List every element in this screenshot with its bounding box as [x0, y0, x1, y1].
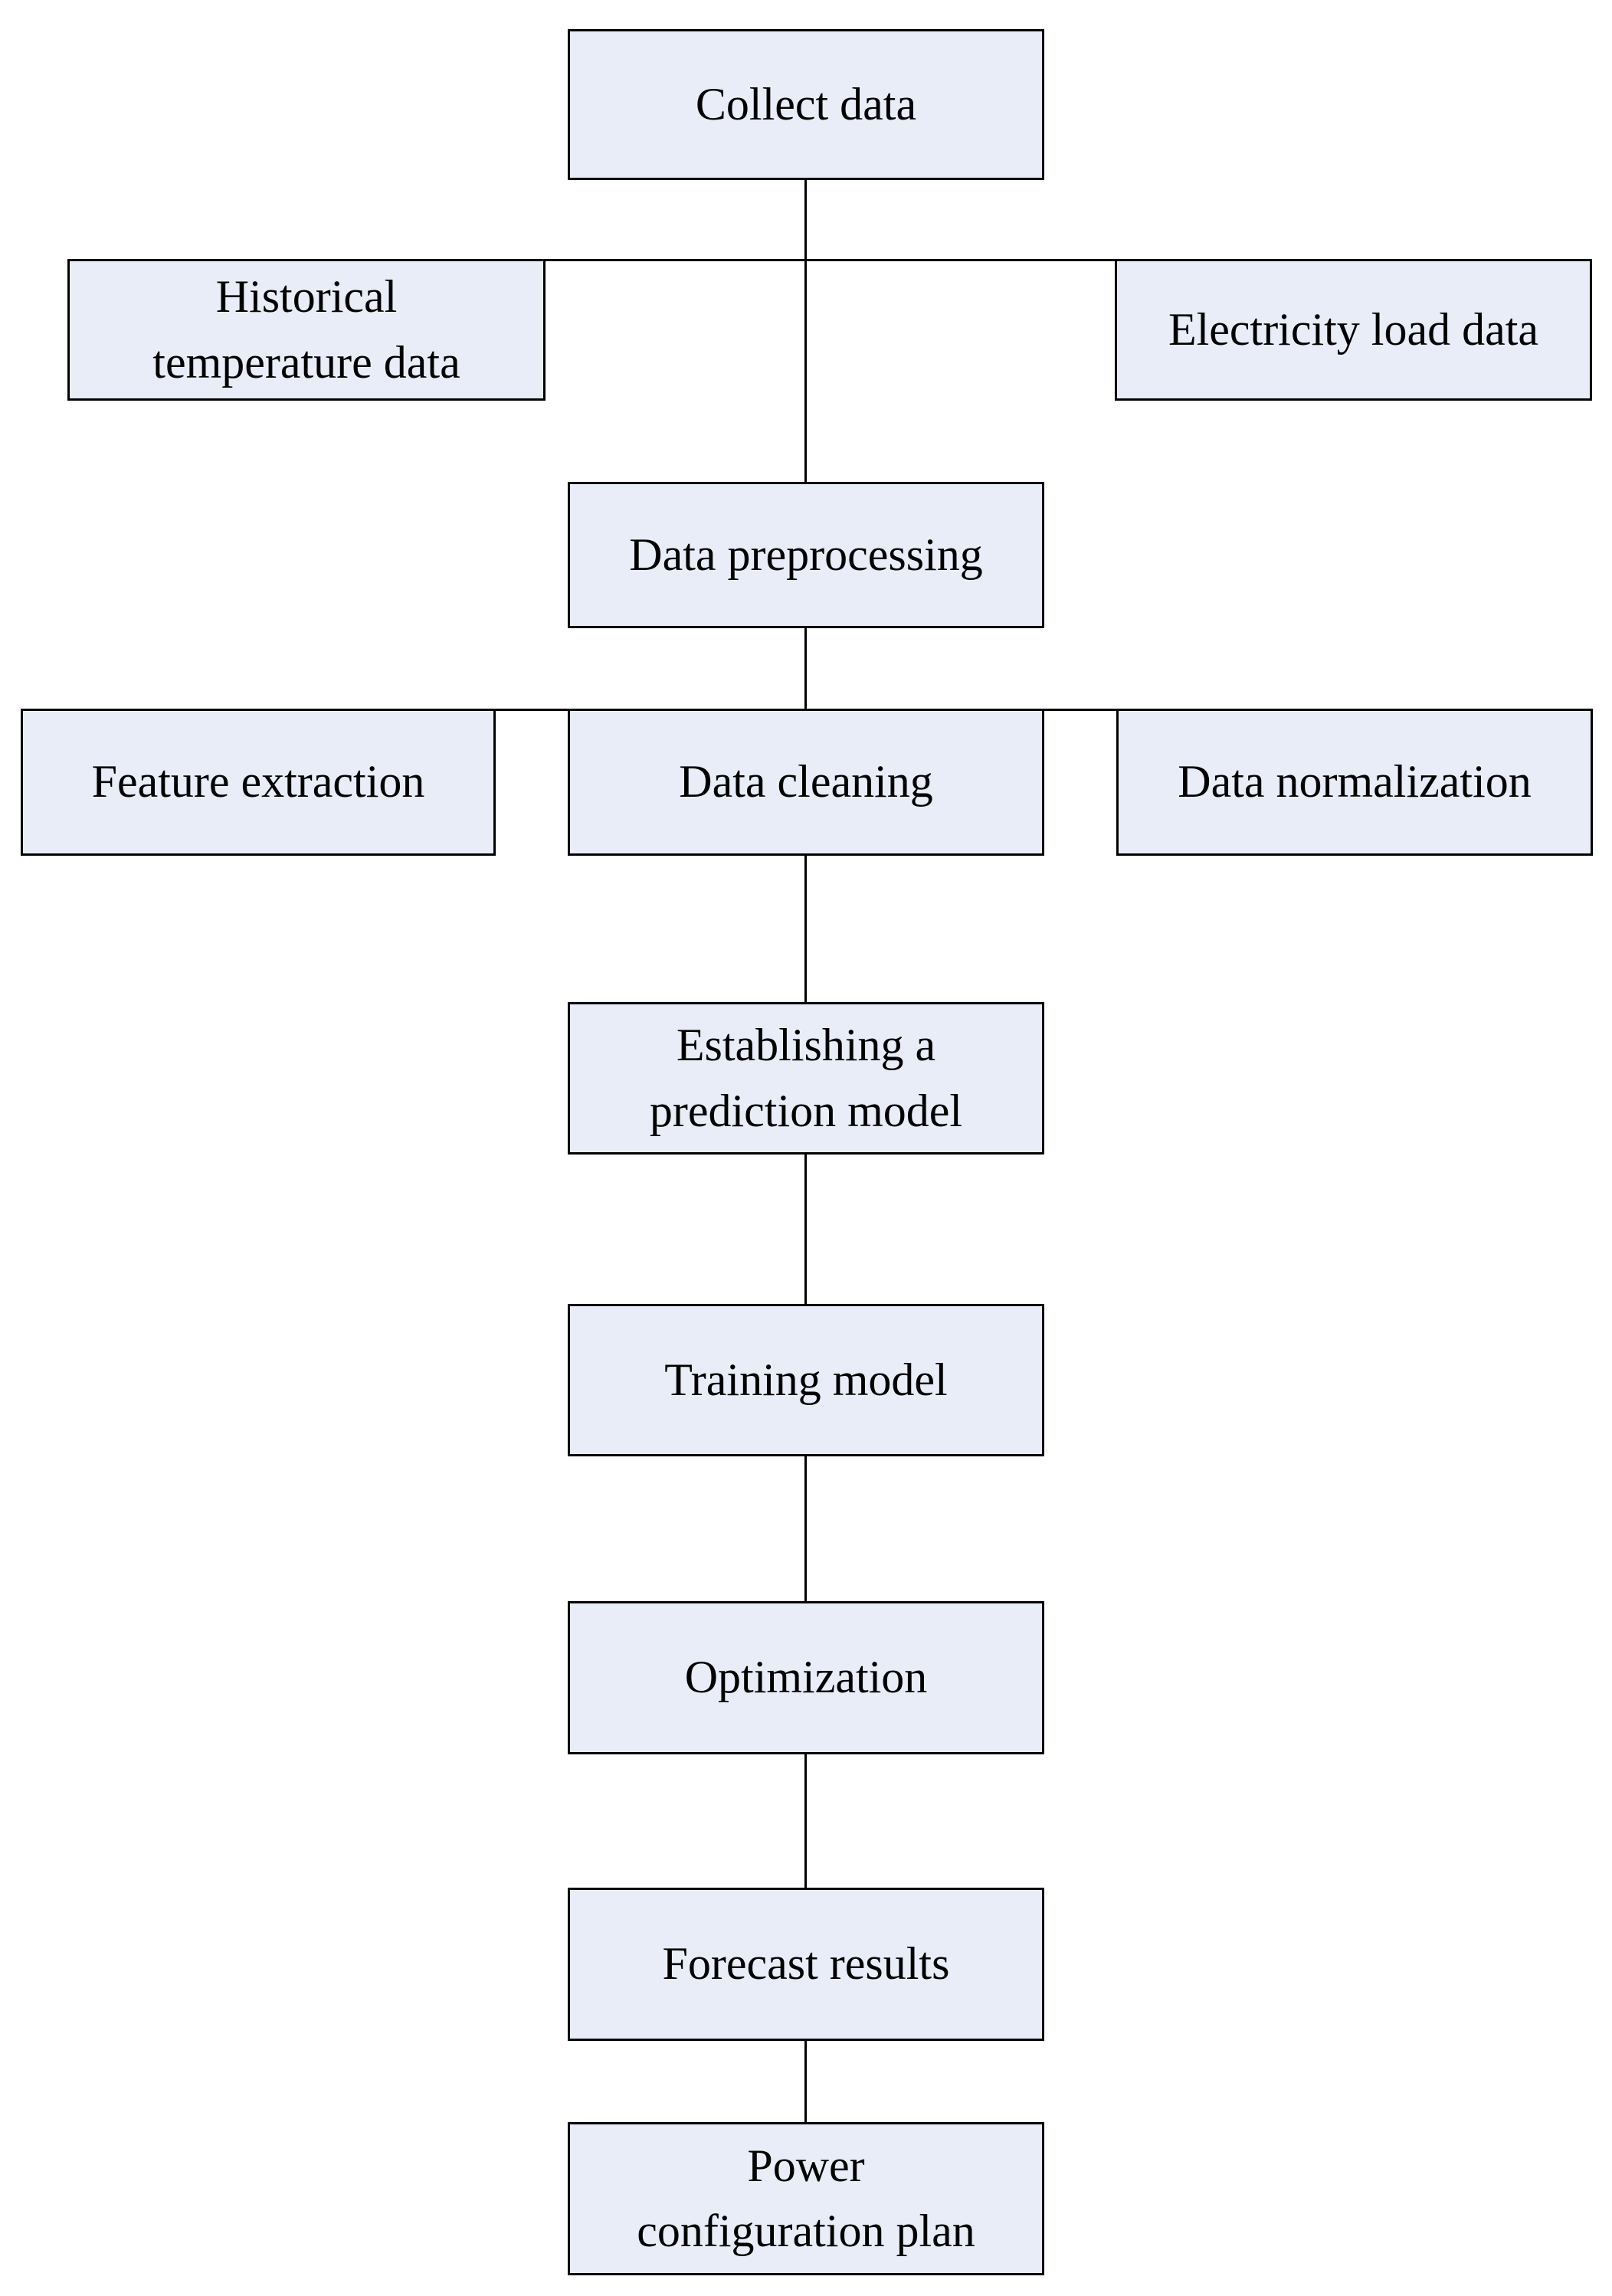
node-label: Data preprocessing: [629, 529, 983, 580]
node-label-line: Power: [747, 2140, 865, 2191]
node-label-line: Establishing a: [676, 1020, 936, 1071]
node-label-line: configuration plan: [637, 2206, 975, 2256]
node-label: Data cleaning: [679, 756, 933, 807]
node-feature-extraction: Feature extraction: [21, 709, 496, 856]
node-power-configuration-plan: Power configuration plan: [568, 2122, 1044, 2275]
node-label-line: temperature data: [152, 336, 460, 388]
node-training-model: Training model: [568, 1304, 1044, 1456]
node-establishing-prediction-model: Establishing a prediction model: [568, 1002, 1044, 1155]
node-historical-temperature-data: Historical temperature data: [67, 259, 546, 401]
node-label: Optimization: [684, 1652, 928, 1703]
node-label: Collect data: [695, 78, 917, 129]
node-label: Forecast results: [662, 1938, 950, 1990]
node-label-line: prediction model: [649, 1085, 963, 1136]
node-data-cleaning: Data cleaning: [568, 709, 1044, 856]
node-label-line: Historical: [215, 271, 398, 323]
node-label: Feature extraction: [91, 756, 425, 807]
node-label: Electricity load data: [1168, 303, 1539, 355]
node-forecast-results: Forecast results: [568, 1888, 1044, 2041]
node-data-normalization: Data normalization: [1116, 709, 1593, 856]
connector-collect-branch-rail: [67, 259, 1592, 261]
node-data-preprocessing: Data preprocessing: [568, 482, 1044, 628]
node-collect-data: Collect data: [568, 29, 1044, 180]
node-label: Training model: [664, 1354, 948, 1405]
node-optimization: Optimization: [568, 1601, 1044, 1754]
node-label: Data normalization: [1178, 756, 1532, 807]
node-electricity-load-data: Electricity load data: [1115, 259, 1592, 401]
